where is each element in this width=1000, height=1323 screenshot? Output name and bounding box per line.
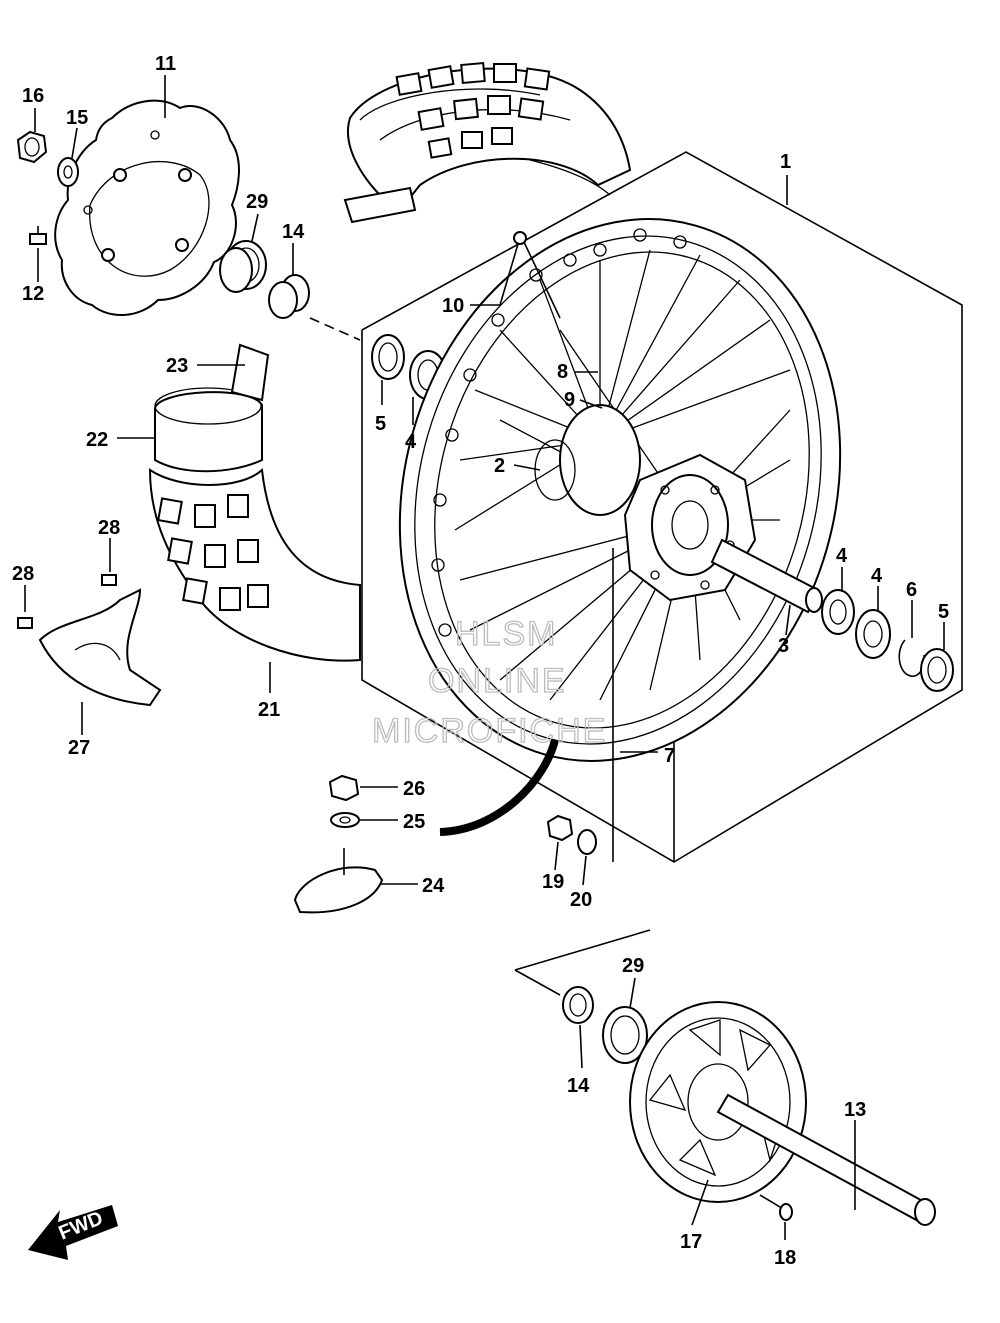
callout-14-left: 14 [282,221,305,243]
axle-3 [710,538,823,614]
oil-seal-5-left [371,334,405,380]
leader-lines [24,75,945,1240]
callout-29-left: 29 [246,191,268,213]
callout-17: 17 [680,1231,702,1253]
callout-28-b: 28 [98,517,120,539]
bearing-4-right-b [855,609,891,659]
washer-15 [57,157,79,187]
callout-3: 3 [778,635,789,657]
callout-14-right: 14 [567,1075,590,1097]
callout-2: 2 [494,455,505,477]
fwd-arrow: FWD [28,1205,118,1260]
callout-5-left: 5 [375,413,386,435]
sprocket-box-outline [514,929,651,996]
disc-guard-27 [38,588,162,707]
nut-26 [328,774,360,802]
tire-lower-tread [157,494,269,611]
callout-20: 20 [570,889,592,911]
tire-lower [148,467,361,662]
callout-15: 15 [66,107,88,129]
brake-disc [54,99,240,317]
callout-18: 18 [774,1247,796,1269]
rim-lock-guide [439,738,559,836]
callout-22: 22 [86,429,108,451]
collar-29-right [602,1006,648,1064]
bolt-28-b [101,574,117,586]
callout-11: 11 [155,53,176,75]
callouts: 1 2 3 4 4 4 5 5 6 7 8 9 10 11 12 13 14 1… [12,53,949,1269]
rear-sprocket-17 [629,1001,807,1203]
washer-20 [577,829,597,855]
callout-28-a: 28 [12,563,34,585]
oil-seal-5-right [920,648,954,692]
callout-6: 6 [906,579,917,601]
bearing-4-right-a [821,589,855,635]
bolt-18 [759,1194,793,1221]
spacer-14-right [562,986,594,1024]
callout-9: 9 [564,389,575,411]
callout-13: 13 [844,1099,866,1121]
valve-10 [513,231,561,319]
callout-4-right-a: 4 [836,545,848,567]
callout-1: 1 [780,151,791,173]
tube-22 [154,343,270,473]
washer-25 [330,812,360,828]
collar-29-left [219,240,267,293]
rim-lock-24 [293,848,384,914]
callout-27: 27 [68,737,90,759]
callout-21: 21 [258,699,280,721]
callout-8: 8 [557,361,568,383]
callout-29-right: 29 [622,955,644,977]
callout-25: 25 [403,811,425,833]
callout-16: 16 [22,85,44,107]
callout-5-right: 5 [938,601,949,623]
callout-19: 19 [542,871,564,893]
callout-24: 24 [422,875,445,897]
tire-upper [343,61,632,224]
nut-19 [546,814,574,842]
watermark-line-1: HLSM [455,615,557,653]
callout-7: 7 [664,745,675,767]
sprocket-shaft-13 [716,1093,936,1226]
watermark: HLSM ONLINE MICROFICHE [371,614,607,750]
tire-tread-blocks [395,61,551,159]
bolt-12 [29,226,47,245]
callout-23: 23 [166,355,188,377]
rim-spoke-holes [431,228,687,637]
nut-16 [16,130,48,164]
watermark-line-3: MICROFICHE [372,712,607,750]
callout-4-left: 4 [405,431,417,453]
callout-10: 10 [442,295,464,317]
callout-12: 12 [22,283,44,305]
callout-26: 26 [403,778,425,800]
callout-4-right-b: 4 [871,565,883,587]
watermark-line-2: ONLINE [428,662,567,700]
bolt-28-a [17,617,33,629]
spacer-14-left [268,274,361,341]
